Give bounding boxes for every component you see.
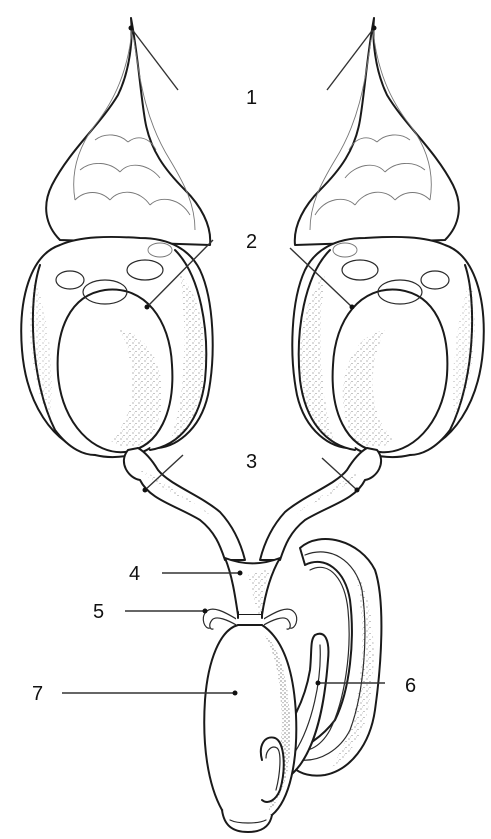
- label-1: 1: [246, 87, 257, 109]
- label-2: 2: [246, 231, 257, 253]
- right-ovary: [292, 18, 483, 457]
- label-6: 6: [405, 675, 416, 697]
- label-7: 7: [32, 683, 43, 705]
- left-lateral-oviduct: [124, 448, 245, 560]
- label-4: 4: [129, 563, 140, 585]
- label-3: 3: [246, 451, 257, 473]
- label-5: 5: [93, 601, 104, 623]
- left-ovary: [21, 18, 212, 457]
